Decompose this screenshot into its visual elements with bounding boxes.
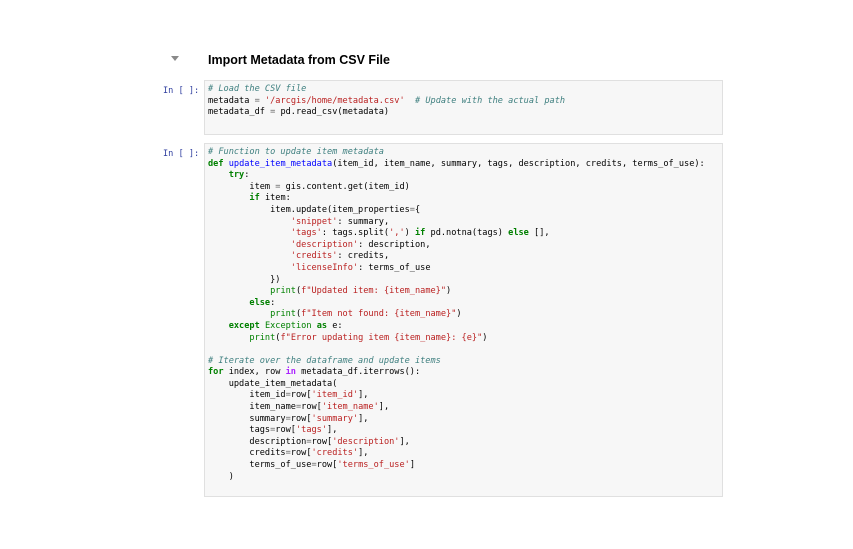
collapse-arrow-icon[interactable] <box>171 56 179 61</box>
code-cell-1[interactable]: # Load the CSV file metadata = '/arcgis/… <box>204 80 723 135</box>
section-heading: Import Metadata from CSV File <box>208 53 390 67</box>
code-cell-2[interactable]: # Function to update item metadata def u… <box>204 143 723 497</box>
cell-2-prompt: In [ ]: <box>163 149 200 159</box>
code-editor-1[interactable]: # Load the CSV file metadata = '/arcgis/… <box>208 84 566 118</box>
code-editor-2[interactable]: # Function to update item metadata def u… <box>208 147 705 482</box>
cell-1-prompt: In [ ]: <box>163 86 200 96</box>
